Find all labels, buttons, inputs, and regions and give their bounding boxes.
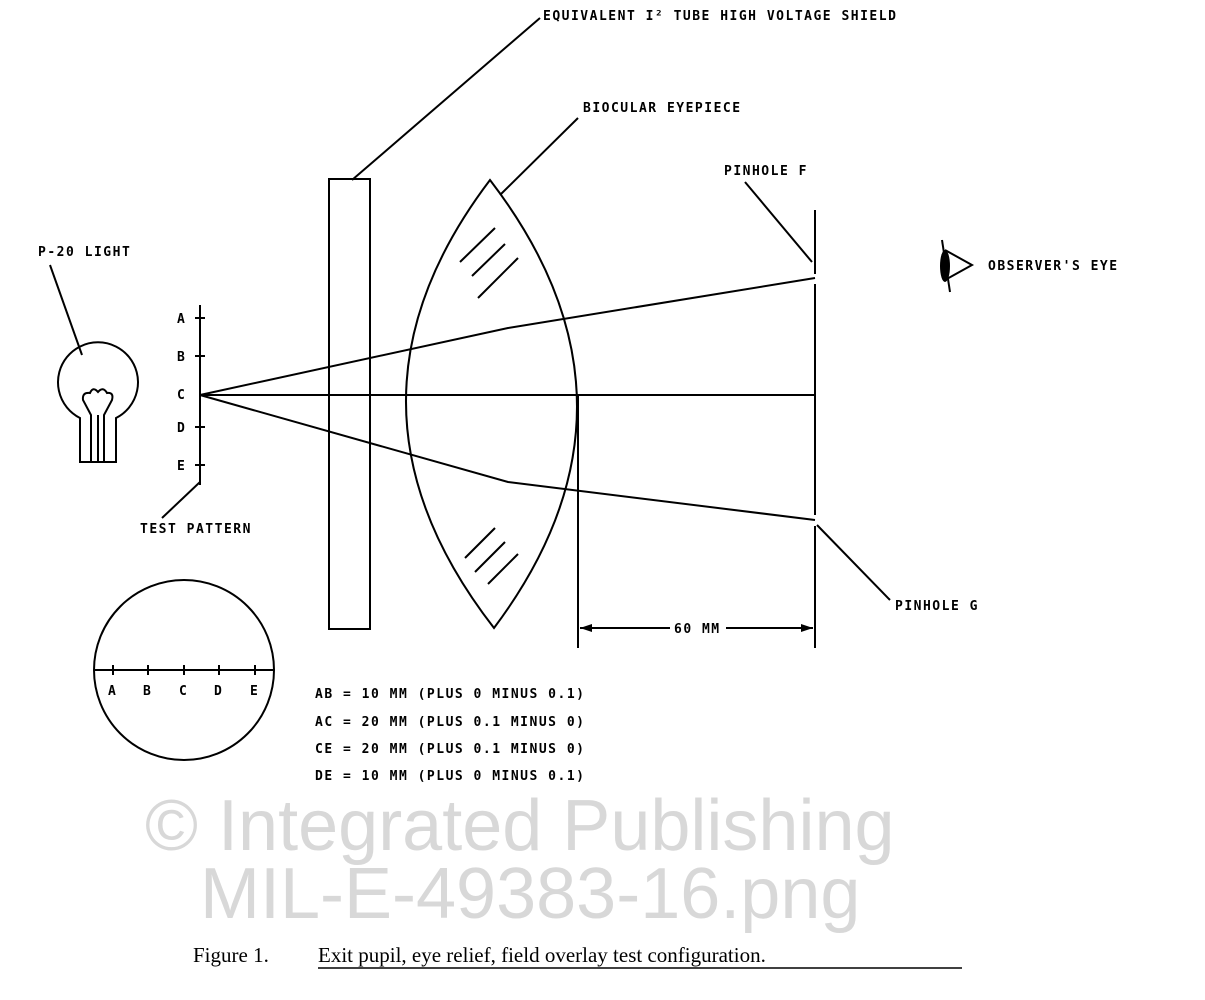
test-pattern-label: TEST PATTERN — [140, 522, 252, 537]
reticle-a-label: A — [108, 684, 117, 699]
reticle-e-label: E — [250, 684, 259, 699]
light-label: P-20 LIGHT — [38, 245, 131, 260]
pinhole-g-label: PINHOLE G — [895, 599, 979, 614]
reticle-ticks — [112, 665, 256, 675]
high-voltage-shield — [328, 178, 371, 630]
point-d-label: D — [177, 421, 186, 436]
figure-number: Figure 1. — [193, 943, 269, 967]
watermark-line-1: © Integrated Publishing — [145, 786, 895, 866]
tolerance-de: DE = 10 MM (PLUS 0 MINUS 0.1) — [315, 769, 585, 784]
lower-ray — [199, 394, 816, 521]
eyepiece-label: BIOCULAR EYEPIECE — [583, 101, 742, 116]
pinhole-f-label: PINHOLE F — [724, 164, 808, 179]
lens-hatch-marks — [459, 227, 519, 585]
test-pattern-leader — [161, 481, 201, 519]
light-bulb-icon — [57, 341, 139, 463]
field-overlay-reticle — [93, 579, 275, 761]
tolerance-ce: CE = 20 MM (PLUS 0.1 MINUS 0) — [315, 742, 585, 757]
point-e-label: E — [177, 459, 186, 474]
tolerance-ac: AC = 20 MM (PLUS 0.1 MINUS 0) — [315, 715, 585, 730]
test-pattern-ticks — [195, 317, 205, 466]
observer-eye-label: OBSERVER'S EYE — [988, 259, 1119, 274]
upper-ray — [199, 277, 816, 396]
observer-eye-icon — [940, 239, 975, 293]
point-a-label: A — [177, 312, 186, 327]
shield-label: EQUIVALENT I² TUBE HIGH VOLTAGE SHIELD — [543, 9, 897, 24]
light-leader — [49, 264, 83, 356]
shield-leader — [351, 17, 541, 181]
distance-label: 60 MM — [674, 622, 721, 637]
watermark-line-2: MIL-E-49383-16.png — [200, 854, 860, 934]
reticle-c-label: C — [179, 684, 188, 699]
reticle-b-label: B — [143, 684, 152, 699]
eyepiece-leader — [499, 117, 579, 196]
point-c-label: C — [177, 388, 186, 403]
tolerance-ab: AB = 10 MM (PLUS 0 MINUS 0.1) — [315, 687, 585, 702]
point-b-label: B — [177, 350, 186, 365]
biocular-eyepiece-lens — [405, 178, 578, 630]
pinhole-g-leader — [816, 524, 891, 601]
figure-caption: Exit pupil, eye relief, field overlay te… — [318, 943, 766, 967]
reticle-d-label: D — [214, 684, 223, 699]
pinhole-f-leader — [744, 181, 813, 263]
